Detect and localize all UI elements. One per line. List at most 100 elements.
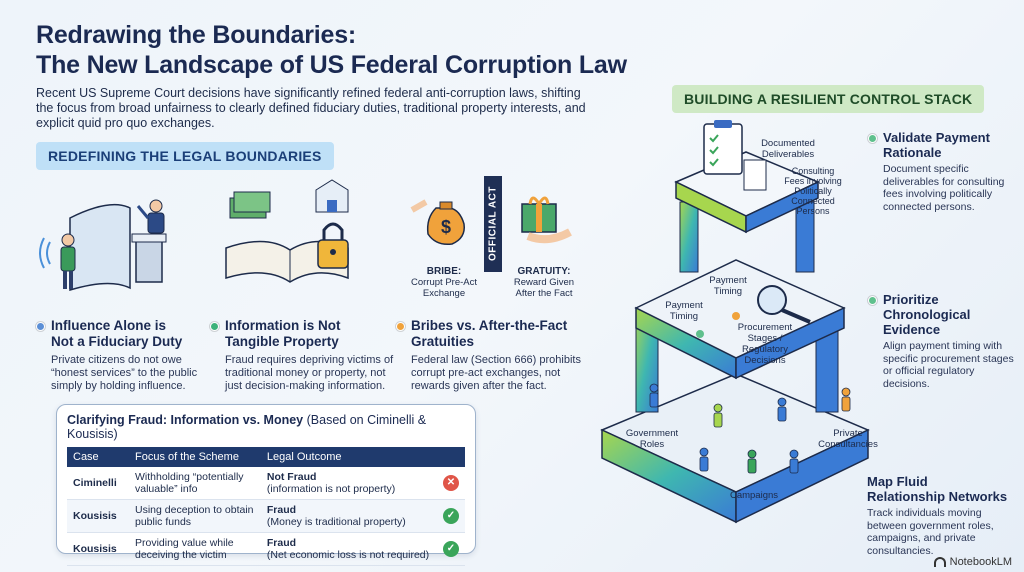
outcome-note: (Net economic loss is not required): [266, 549, 430, 561]
label-line: Connected: [791, 196, 835, 206]
control-heading-1: Prioritize: [883, 292, 939, 307]
control-body: Document specific deliverables for consu…: [883, 163, 1005, 213]
label-line: Decisions: [744, 355, 786, 366]
notebooklm-icon: [933, 557, 946, 567]
outcome-label: Fraud: [266, 504, 297, 516]
outcome-note: (information is not property): [266, 483, 396, 495]
bribe-line-1: Corrupt Pre-Act: [411, 277, 477, 288]
gratuity-label: GRATUITY:: [517, 266, 571, 277]
control-heading-3: Evidence: [883, 322, 941, 337]
label-government-roles: Government Roles: [620, 428, 684, 450]
table-title-note: (Based on Ciminelli & Kousisis): [67, 413, 427, 441]
control-stack-illustration: [600, 120, 870, 524]
fraud-comparison-card: Clarifying Fraud: Information vs. Money …: [56, 404, 476, 566]
outcome-label: Not Fraud: [266, 471, 317, 483]
control-heading-1: Validate Payment: [883, 130, 990, 145]
label-payment-timing-lower: Payment Timing: [656, 300, 712, 322]
influence-illustration: [39, 199, 167, 292]
brand-name: NotebookLM: [949, 556, 1012, 568]
label-line: Private: [833, 428, 863, 439]
column-heading-1: Information is Not: [225, 318, 341, 333]
control-relationship-networks: Map Fluid Relationship Networks Track in…: [852, 474, 1020, 557]
gratuity-caption: GRATUITY: Reward Given After the Fact: [504, 266, 584, 299]
outcome-label: Fraud: [266, 537, 297, 549]
svg-text:$: $: [441, 217, 451, 237]
cell-focus-line-2: valuable” info: [135, 483, 198, 495]
footer-brand: NotebookLM: [933, 556, 1012, 568]
column-bribes: Bribes vs. After-the-Fact Gratuities Fed…: [396, 318, 596, 393]
section-heading-legal-boundaries: REDEFINING THE LEGAL BOUNDARIES: [36, 142, 334, 170]
bullet-dot: [36, 322, 45, 331]
column-influence: Influence Alone is Not a Fiduciary Duty …: [36, 318, 216, 393]
book-money-lock-illustration: [225, 179, 349, 283]
cell-outcome: Fraud(Net economic loss is not required): [260, 532, 437, 566]
label-line: Stages /: [747, 333, 783, 344]
bribe-caption: BRIBE: Corrupt Pre-Act Exchange: [404, 266, 484, 299]
header-focus: Focus of the Scheme: [129, 447, 261, 467]
gift-illustration: [521, 196, 572, 244]
label-procurement: Procurement Stages / Regulatory Decision…: [730, 322, 800, 366]
label-line: Government: [625, 428, 679, 439]
label-line: Consulting: [791, 166, 835, 176]
cell-case: Kousisis: [67, 532, 129, 566]
cell-focus-line-1: Using deception to obtain: [135, 504, 254, 516]
label-line: Payment: [665, 300, 703, 311]
title-line-2: The New Landscape of US Federal Corrupti…: [36, 51, 627, 79]
column-heading-1: Influence Alone is: [51, 318, 167, 333]
cell-outcome: Fraud(Money is traditional property): [260, 499, 437, 533]
control-body: Track individuals moving between governm…: [867, 507, 994, 557]
gratuity-line-2: After the Fact: [515, 288, 573, 299]
control-heading-2: Chronological: [883, 307, 971, 322]
cell-outcome: Not Fraud(information is not property): [260, 467, 437, 500]
table-title: Clarifying Fraud: Information vs. Money …: [67, 413, 465, 441]
table-title-main: Clarifying Fraud: Information vs. Money: [67, 413, 304, 427]
bullet-dot: [396, 322, 405, 331]
label-line: Politically: [794, 186, 832, 196]
column-heading-2: Tangible Property: [225, 334, 339, 349]
control-body: Align payment timing with specific procu…: [883, 340, 1014, 390]
label-line: Consultancies: [818, 439, 878, 450]
label-line: Roles: [639, 439, 665, 450]
control-heading-1: Map Fluid: [867, 474, 928, 489]
control-validate-payment: Validate Payment Rationale Document spec…: [868, 130, 1018, 213]
column-body: Federal law (Section 666) prohibits corr…: [411, 354, 581, 392]
label-line: Persons: [796, 206, 830, 216]
control-heading-2: Relationship Networks: [867, 489, 1008, 504]
section-heading-control-stack: BUILDING A RESILIENT CONTROL STACK: [672, 85, 985, 113]
cell-focus-line-1: Withholding “potentially: [135, 471, 244, 483]
label-campaigns: Campaigns: [729, 490, 779, 501]
column-heading-1: Bribes vs. After-the-Fact: [411, 318, 568, 333]
column-body: Fraud requires depriving victims of trad…: [225, 354, 394, 392]
column-information: Information is Not Tangible Property Fra…: [210, 318, 400, 393]
label-consulting-fees: Consulting Fees involving Politically Co…: [778, 166, 848, 216]
cell-focus-line-2: public funds: [135, 516, 192, 528]
header-outcome: Legal Outcome: [260, 447, 437, 467]
fraud-table: Case Focus of the Scheme Legal Outcome C…: [67, 447, 465, 566]
bribe-bag-illustration: $: [410, 199, 465, 246]
x-icon: ✕: [443, 475, 459, 491]
label-line: Documented: [761, 138, 815, 149]
label-documented-deliverables: Documented Deliverables: [756, 138, 820, 160]
gratuity-line-1: Reward Given: [513, 277, 575, 288]
cell-focus-line-1: Providing value while: [135, 537, 234, 549]
cell-focus-line-2: deceiving the victim: [135, 549, 227, 561]
label-payment-timing-upper: Payment Timing: [700, 275, 756, 297]
control-heading-2: Rationale: [883, 145, 942, 160]
bullet-dot: [868, 296, 877, 305]
table-header-row: Case Focus of the Scheme Legal Outcome: [67, 447, 465, 467]
bullet-dot: [210, 322, 219, 331]
bribe-line-2: Exchange: [422, 288, 466, 299]
control-chronological-evidence: Prioritize Chronological Evidence Align …: [868, 292, 1018, 390]
label-line: Timing: [713, 286, 743, 297]
cell-case: Ciminelli: [67, 467, 129, 500]
label-line: Regulatory: [742, 344, 788, 355]
title-line-1: Redrawing the Boundaries:: [36, 21, 357, 49]
column-heading-2: Not a Fiduciary Duty: [51, 334, 183, 349]
bribe-label: BRIBE:: [426, 266, 462, 277]
outcome-note: (Money is traditional property): [266, 516, 406, 528]
label-line: Payment: [709, 275, 747, 286]
